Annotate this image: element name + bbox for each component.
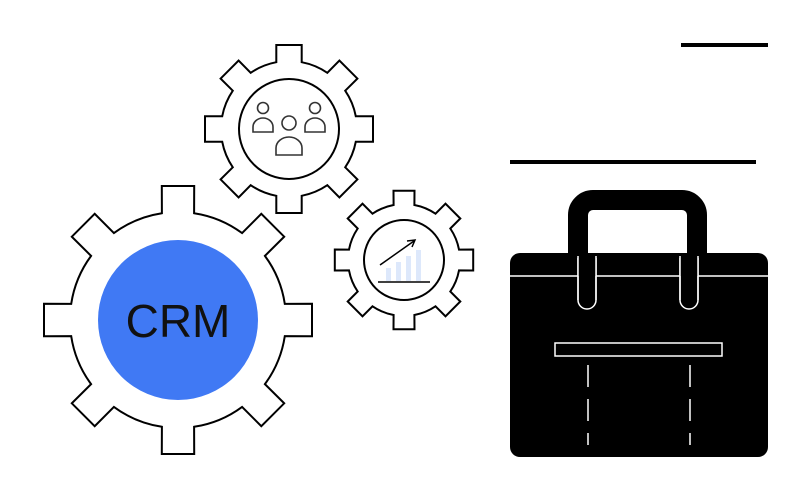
growth-chart-icon <box>378 239 430 283</box>
team-users-icon <box>252 101 326 156</box>
crm-circle <box>98 240 258 400</box>
gear-inner-circle <box>363 219 445 301</box>
crm-gear: CRM <box>43 185 313 455</box>
briefcase-icon <box>510 190 768 457</box>
team-gear <box>204 44 374 214</box>
growth-gear <box>333 189 475 331</box>
crm-label: CRM <box>126 295 231 347</box>
